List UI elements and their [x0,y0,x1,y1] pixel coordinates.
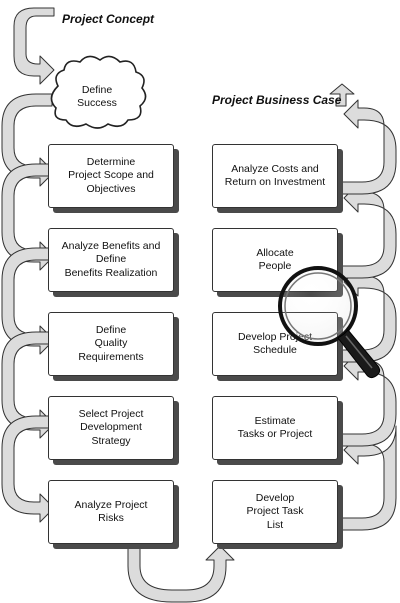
step-label: Analyze Project Risks [74,498,148,524]
step-analyze-costs[interactable]: Analyze Costs and Return on Investment [212,144,338,208]
step-determine-scope[interactable]: Determine Project Scope and Objectives [48,144,174,208]
step-label: Estimate Tasks or Project [237,414,313,440]
step-label: Analyze Costs and Return on Investment [224,162,326,188]
step-label: Select Project Development Strategy [78,408,144,447]
cloud-shape [50,55,147,129]
left-loop-arrow [1,415,61,523]
right-loop-arrow [335,183,397,279]
step-label: Develop Project Task List [246,492,304,531]
left-loop-arrow [1,247,61,355]
step-analyze-benefits[interactable]: Analyze Benefits and Define Benefits Rea… [48,228,174,292]
step-select-strategy[interactable]: Select Project Development Strategy [48,396,174,460]
step-label: Define Quality Requirements [78,324,144,363]
bottom-crossover-arrow [127,545,235,603]
step-label: Allocate People [256,246,294,272]
step-label: Determine Project Scope and Objectives [68,156,154,195]
exit-arrow [329,83,355,107]
step-analyze-risks[interactable]: Analyze Project Risks [48,480,174,544]
right-loop-arrow [335,99,397,195]
step-develop-task-list[interactable]: Develop Project Task List [212,480,338,544]
entry-arrow [13,7,55,85]
right-loop-arrow [335,425,397,531]
step-estimate-tasks[interactable]: Estimate Tasks or Project [212,396,338,460]
project-concept-heading: Project Concept [62,12,155,26]
step-allocate-people[interactable]: Allocate People [212,228,338,292]
left-loop-arrow [1,93,55,187]
left-loop-arrow [1,163,61,271]
step-label: Analyze Benefits and Define Benefits Rea… [61,240,161,279]
cloud-label: Define Success [77,84,117,110]
left-loop-arrow [1,331,61,439]
project-business-case-heading: Project Business Case [212,93,342,107]
step-define-quality[interactable]: Define Quality Requirements [48,312,174,376]
